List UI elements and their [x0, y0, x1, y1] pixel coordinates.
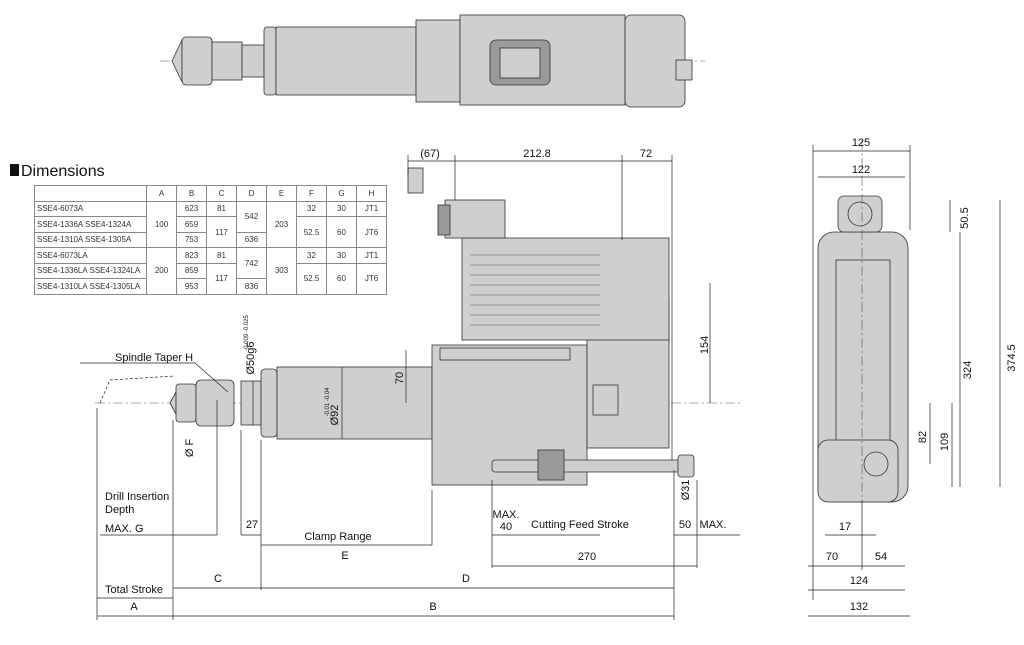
- dim-40: 40: [500, 521, 512, 533]
- dim-27: 27: [246, 519, 258, 531]
- top-view: [160, 14, 705, 108]
- dim-max-label: MAX.: [493, 509, 520, 521]
- dim-124: 124: [850, 575, 868, 587]
- table-row: SSE4-1336A SSE4-1324A 659 117 52.5 60 JT…: [34, 216, 387, 248]
- dimensions-heading: Dimensions: [10, 163, 105, 181]
- dim-70-vertical: 70: [394, 372, 406, 384]
- dim-a: A: [130, 601, 138, 613]
- dim-72: 72: [640, 148, 652, 160]
- dim-374-5: 374.5: [1006, 344, 1018, 372]
- dim-b: B: [429, 601, 436, 613]
- dim-50-5: 50.5: [959, 207, 971, 228]
- dim-50: 50: [679, 519, 691, 531]
- total-stroke-label: Total Stroke: [105, 584, 163, 596]
- spindle-taper-label: Spindle Taper H: [115, 352, 193, 364]
- dim-67: (67): [420, 148, 440, 160]
- dimension-labels: (67) 212.8 72 125 122 50.5 374.5 324 82 …: [105, 137, 1018, 613]
- dim-diameter-50g6: Ø50g6: [245, 341, 257, 374]
- dim-125: 125: [852, 137, 870, 149]
- dim-d: D: [462, 573, 470, 585]
- dim-17: 17: [839, 521, 851, 533]
- dim-132: 132: [850, 601, 868, 613]
- front-view: [817, 140, 909, 503]
- drill-insertion-label: Drill Insertion: [105, 491, 169, 503]
- dim-diameter-92-tolerance: -0.01 -0.04: [325, 387, 331, 417]
- table-row: SSE4-1310LA SSE4-1305LA 953 836: [34, 278, 387, 295]
- drill-insertion-label-2: Depth: [105, 504, 134, 516]
- dim-diameter-31: Ø31: [680, 480, 692, 501]
- dim-54: 54: [875, 551, 887, 563]
- dimension-lines: [80, 145, 1001, 620]
- dim-270: 270: [578, 551, 596, 563]
- dim-154: 154: [699, 336, 711, 354]
- dim-diameter-50g6-tolerance: -0.009 -0.025: [244, 314, 250, 350]
- dim-max-g: MAX. G: [105, 523, 144, 535]
- table-row: SSE4-6073LA 200 823 81 742 303 32 30 JT1: [34, 247, 387, 295]
- dim-324: 324: [962, 361, 974, 379]
- cutting-feed-stroke-label: Cutting Feed Stroke: [531, 519, 629, 531]
- dim-122: 122: [852, 164, 870, 176]
- dim-max-label-2: MAX.: [700, 519, 727, 531]
- dim-70: 70: [826, 551, 838, 563]
- dim-e: E: [341, 550, 348, 562]
- dim-212-8: 212.8: [523, 148, 551, 160]
- table-row: SSE4-1336LA SSE4-1324LA 859 117 52.5 60 …: [34, 262, 387, 295]
- clamp-range-label: Clamp Range: [304, 531, 371, 543]
- dim-109: 109: [939, 433, 951, 451]
- side-view: [95, 167, 740, 486]
- table-row: SSE4-6073A 100 623 81 542 203 32 30 JT1: [34, 200, 387, 248]
- dim-diameter-92: Ø92: [329, 405, 341, 426]
- dim-diameter-f: Ø F: [184, 439, 196, 458]
- dim-82: 82: [917, 431, 929, 443]
- dim-c: C: [214, 573, 222, 585]
